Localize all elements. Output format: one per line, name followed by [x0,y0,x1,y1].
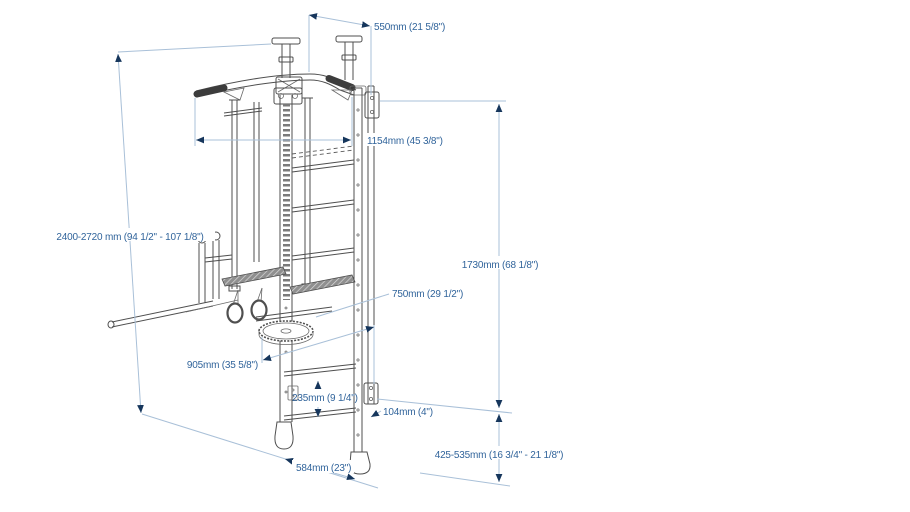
dim-425-label: 425-535mm (16 3/4" - 21 1/8") [435,450,564,461]
dim-line-550 [308,13,371,28]
ext-floor-front [141,413,379,489]
ceiling-mount-front [271,37,303,95]
gusset-right [330,89,353,101]
dim-750-label: 750mm (29 1/2") [392,289,463,300]
dim-2400-label: 2400-2720 mm (94 1/2" - 107 1/8") [56,232,203,243]
gusset-left [222,87,245,101]
ext-lower-bracket [376,398,513,414]
label-mask [363,133,451,146]
dim-1154-label: 1154mm (45 3/8") [367,136,443,147]
pulldown-tower [223,87,314,292]
label-mask [424,446,575,459]
gym-structure [107,35,380,475]
wall-bracket-lower [363,382,379,405]
dim-104-label: 104mm (4") [383,407,433,418]
leader-104 [370,409,382,418]
front-post [279,95,299,422]
leader-750 [315,293,390,318]
dim-550-label: 550mm (21 5/8") [374,22,445,33]
ceiling-mount-rear [335,35,363,80]
foot-front [274,421,294,450]
dim-line-905 [262,326,375,361]
ext-2400-top [117,43,272,53]
dim-1730-label: 1730mm (68 1/8") [462,260,539,271]
dim-905-label: 905mm (35 5/8") [187,360,258,371]
pullup-bar [193,73,367,101]
label-mask [45,228,215,241]
label-mask [456,256,544,269]
dim-235-label: 235mm (9 1/4") [292,393,358,404]
bench-boards [221,266,356,295]
pullup-grip-right [325,75,356,91]
dim-584-label: 584mm (23") [296,463,351,474]
pullup-grip-left [193,84,228,98]
label-mask [292,460,354,473]
ext-floor-rear [419,472,511,487]
weight-plate [258,320,314,345]
wall-bracket-upper [364,91,380,119]
dimension-annotations: 550mm (21 5/8") 1154mm (45 3/8") 2400-27… [45,13,575,489]
dip-bars [107,231,333,329]
gym-rings [226,287,268,324]
